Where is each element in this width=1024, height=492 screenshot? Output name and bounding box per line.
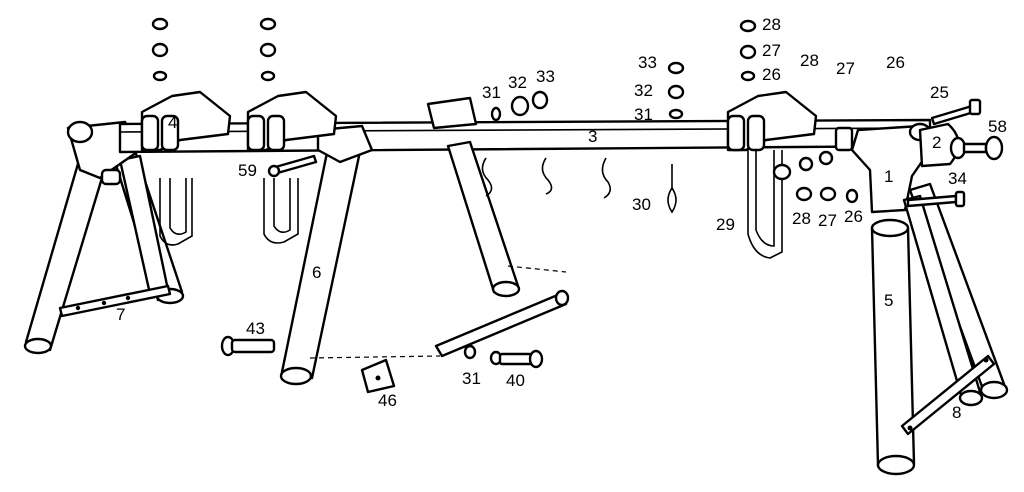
part-29-u-bolt bbox=[747, 150, 783, 259]
part-59-bolt bbox=[267, 154, 318, 178]
beam-bracket bbox=[426, 96, 478, 130]
label-32-beam: 32 bbox=[508, 73, 527, 92]
part-34-bolt bbox=[906, 190, 966, 208]
part-43-bolt bbox=[220, 335, 276, 357]
part-25-bolt bbox=[930, 98, 982, 126]
label-31-bottom: 31 bbox=[462, 369, 481, 388]
part-46-clip bbox=[360, 358, 396, 394]
label-43: 43 bbox=[246, 319, 265, 338]
part-58-knob bbox=[949, 135, 1004, 161]
label-3: 3 bbox=[588, 127, 597, 146]
label-28-stack: 28 bbox=[762, 15, 781, 34]
label-46: 46 bbox=[378, 391, 397, 410]
hardware-31-32-33-beam bbox=[490, 90, 549, 122]
label-4: 4 bbox=[168, 113, 177, 132]
hardware-33-32-31-right bbox=[667, 61, 685, 120]
label-8: 8 bbox=[952, 403, 961, 422]
label-40: 40 bbox=[506, 371, 525, 390]
hardware-stack-right bbox=[739, 19, 757, 82]
label-31-beam: 31 bbox=[482, 83, 501, 102]
middle-lower-brace bbox=[434, 289, 570, 358]
label-32-right: 32 bbox=[634, 81, 653, 100]
label-34: 34 bbox=[948, 169, 967, 188]
hardware-stack-left bbox=[151, 17, 169, 82]
swing-hooks bbox=[481, 157, 677, 214]
part-labels: 4 3 1 2 5 6 7 8 25 58 26 27 28 28 27 26 … bbox=[116, 15, 1007, 422]
part-40-bolt bbox=[489, 349, 544, 369]
label-26-stack: 26 bbox=[762, 65, 781, 84]
part-5-right-leg bbox=[870, 218, 916, 476]
label-5: 5 bbox=[884, 291, 893, 310]
label-2: 2 bbox=[932, 133, 941, 152]
part-8-brace bbox=[900, 354, 996, 436]
label-33-right: 33 bbox=[638, 53, 657, 72]
part-31-nut bbox=[463, 344, 477, 360]
hardware-26-27-28-right bbox=[772, 126, 859, 204]
part-6-middle-a-frame bbox=[279, 124, 567, 386]
label-6: 6 bbox=[312, 263, 321, 282]
label-26-top: 26 bbox=[886, 53, 905, 72]
label-27-stack: 27 bbox=[762, 41, 781, 60]
part-4-swing-hanger-middle bbox=[246, 90, 338, 244]
label-1: 1 bbox=[884, 167, 893, 186]
label-58: 58 bbox=[988, 117, 1007, 136]
label-31-right: 31 bbox=[634, 105, 653, 124]
label-59: 59 bbox=[238, 161, 257, 180]
label-30: 30 bbox=[632, 195, 651, 214]
label-25: 25 bbox=[930, 83, 949, 102]
label-29: 29 bbox=[716, 215, 735, 234]
label-7: 7 bbox=[116, 305, 125, 324]
part-7-brace bbox=[58, 284, 172, 318]
label-27-top: 27 bbox=[836, 59, 855, 78]
label-27-bottom: 27 bbox=[818, 211, 837, 230]
hardware-stack-middle bbox=[259, 17, 277, 82]
label-28-bottom: 28 bbox=[792, 209, 811, 228]
right-rear-legs bbox=[902, 182, 1009, 407]
part-4-swing-hanger-right bbox=[726, 90, 818, 152]
label-28-top: 28 bbox=[800, 51, 819, 70]
label-26-bottom: 26 bbox=[844, 207, 863, 226]
label-33-beam: 33 bbox=[536, 67, 555, 86]
part-4-swing-hanger-left bbox=[140, 90, 232, 246]
left-a-frame bbox=[23, 120, 185, 355]
